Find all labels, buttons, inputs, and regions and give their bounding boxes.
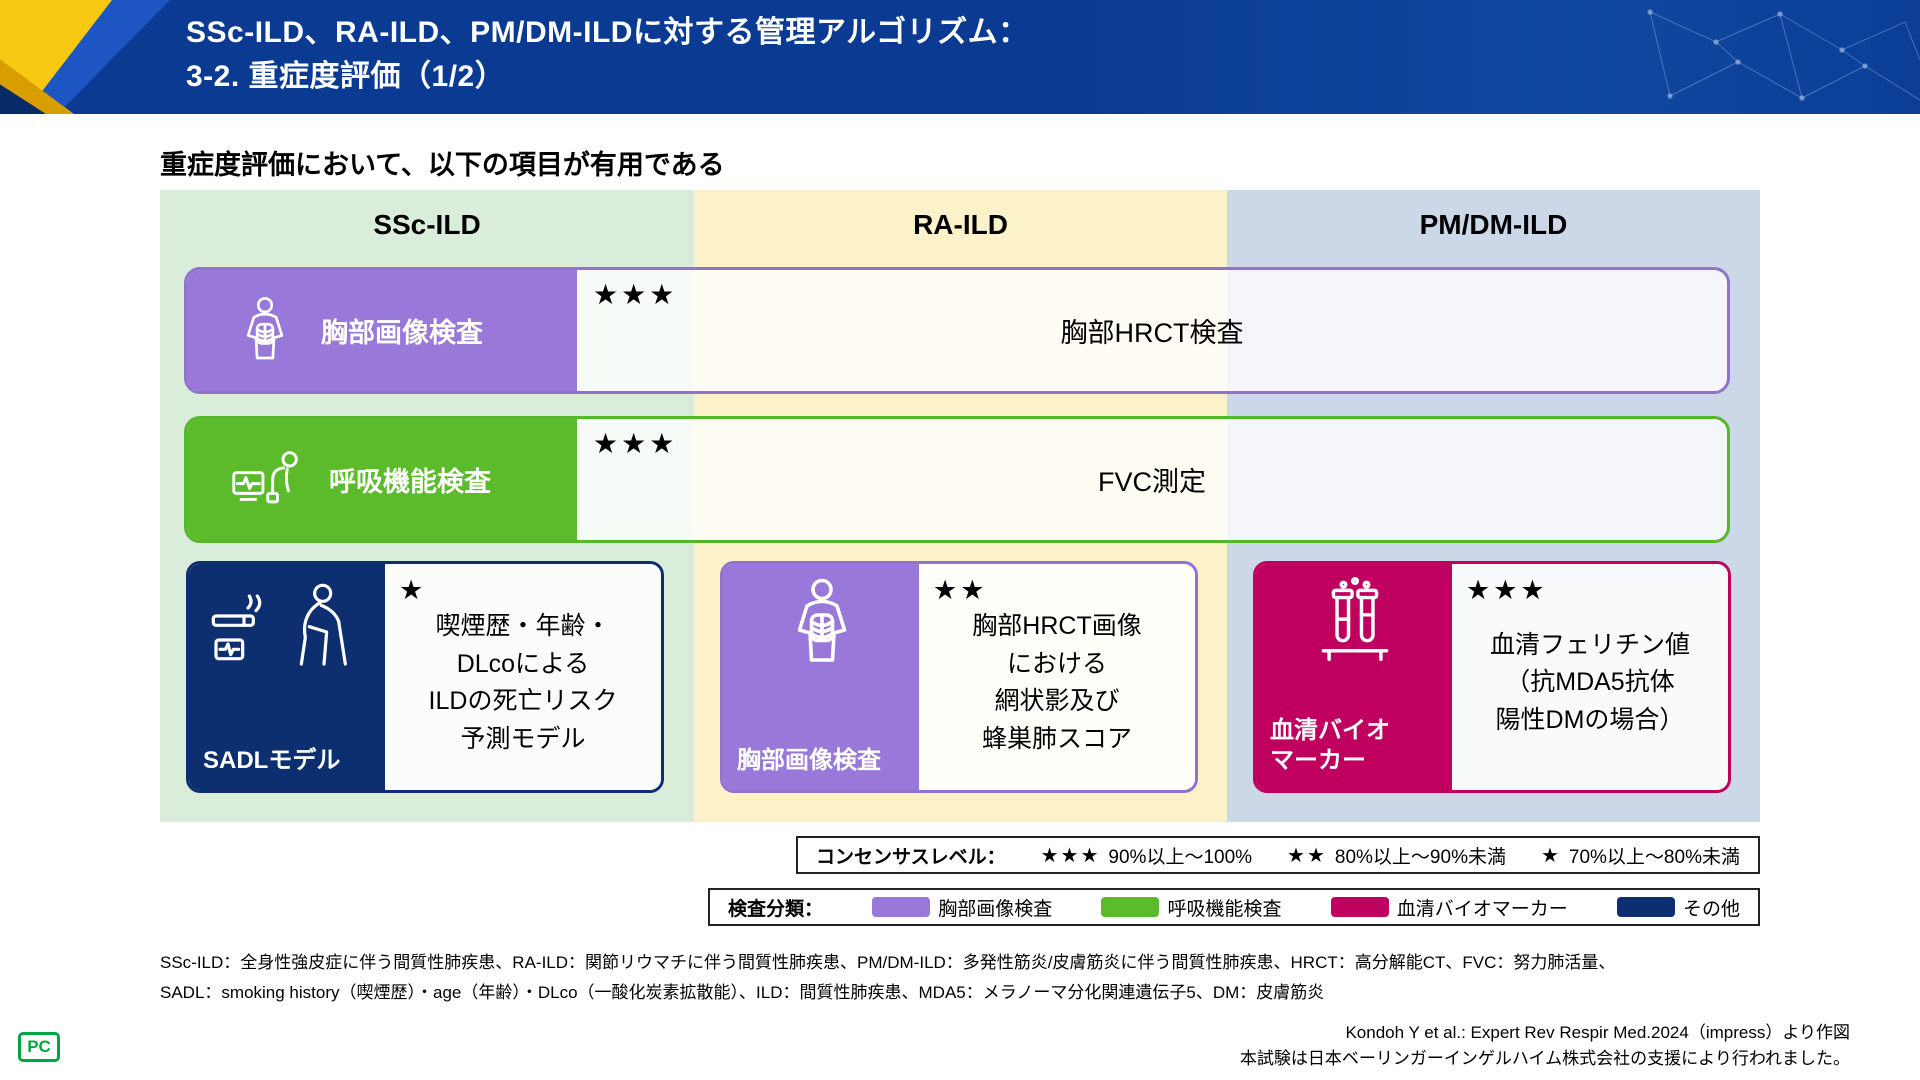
swatch-other (1616, 897, 1675, 917)
slide-title-line1: SSc-ILD、RA-ILD、PM/DM-ILDに対する管理アルゴリズム： (186, 16, 1029, 49)
classification-legend-label: 検査分類： (728, 898, 824, 920)
row-pulmonary-function: 呼吸機能検査 ★★★ FVC測定 (184, 416, 1730, 543)
category-label: 胸部画像検査 (737, 747, 881, 774)
range-text: 90%以上～100% (1108, 846, 1253, 868)
category-block-sadl: SADLモデル (189, 564, 385, 790)
chest-xray-icon (246, 296, 284, 359)
swatch-label: 血清バイオマーカー (1396, 898, 1568, 920)
range-text: 80%以上～90%未満 (1334, 846, 1506, 868)
category-label: SADLモデル (203, 747, 341, 774)
consensus-legend-item: ★★ 80%以上～90%未満 (1287, 842, 1506, 869)
cell-icon-wrap (737, 576, 907, 672)
footnotes: SSc-ILD：全身性強皮症に伴う間質性肺疾患、RA-ILD：関節リウマチに伴う… (160, 948, 1615, 1008)
consensus-legend-item: ★★★ 90%以上～100% (1041, 842, 1252, 869)
classification-legend-item: その他 (1616, 894, 1740, 921)
swatch-label: 呼吸機能検査 (1167, 898, 1282, 920)
network-pattern-decoration (1647, 9, 1920, 101)
row-chest-imaging-content: ★★★ 胸部HRCT検査 (577, 270, 1727, 391)
category-block-serum-biomarker: 血清バイオ マーカー (1256, 564, 1452, 790)
consensus-stars: ★★★ (593, 428, 678, 459)
row-chest-imaging: 胸部画像検査 ★★★ 胸部HRCT検査 (184, 267, 1730, 394)
column-header-ra-ild: RA-ILD (913, 209, 1008, 240)
classification-legend-item: 胸部画像検査 (872, 894, 1052, 921)
cell-serum-biomarker: 血清バイオ マーカー ★★★ 血清フェリチン値 （抗MDA5抗体 陽性DMの場合… (1253, 561, 1731, 793)
row-content-text: 胸部HRCT検査 (1060, 318, 1244, 348)
chest-xray-icon (797, 578, 847, 662)
swatch-serum-biomarker (1330, 897, 1389, 917)
classification-legend-item: 血清バイオマーカー (1330, 894, 1568, 921)
category-label: 血清バイオ マーカー (1270, 717, 1390, 774)
category-block-chest-imaging: 胸部画像検査 (187, 270, 577, 391)
consensus-legend-item: ★ 70%以上～80%未満 (1541, 842, 1740, 869)
swatch-label: 胸部画像検査 (938, 898, 1053, 920)
slide-title-line2: 3-2. 重症度評価（1/2） (186, 59, 506, 93)
cell-text: 胸部HRCT画像 における 網状影及び 蜂巣肺スコア (972, 612, 1142, 753)
swatch-label: その他 (1682, 898, 1740, 920)
swatch-chest-imaging (872, 897, 931, 917)
footnote-line2: SADL：smoking history（喫煙歴）・age（年齢）・DLco（一… (160, 982, 1325, 1002)
column-header-pmdm-ild: PM/DM-ILD (1419, 209, 1568, 240)
cell-biomarker-content: ★★★ 血清フェリチン値 （抗MDA5抗体 陽性DMの場合） (1452, 564, 1728, 790)
row-pulmonary-function-content: ★★★ FVC測定 (577, 419, 1727, 540)
test-tubes-icon (1321, 577, 1389, 662)
category-block-ra-chest-imaging: 胸部画像検査 (723, 564, 919, 790)
category-block-pulmonary-function: 呼吸機能検査 (187, 419, 577, 540)
smoking-elderly-icon (211, 583, 347, 666)
cell-icon-wrap (1270, 576, 1440, 668)
pc-logo-text: PC (27, 1037, 51, 1056)
consensus-stars: ★★★ (593, 279, 678, 310)
consensus-stars: ★★★ (1466, 575, 1548, 605)
spirometry-icon (232, 450, 298, 503)
citation-line1: Kondoh Y et al.: Expert Rev Respir Med.2… (1345, 1023, 1850, 1042)
consensus-stars: ★★ (933, 575, 988, 605)
category-label: 胸部画像検査 (321, 318, 483, 348)
swatch-pulmonary-function (1101, 897, 1160, 917)
row-content-text: FVC測定 (1098, 467, 1206, 497)
slide-title: SSc-ILD、RA-ILD、PM/DM-ILDに対する管理アルゴリズム： 3-… (186, 11, 1029, 98)
severity-table: SSc-ILD RA-ILD PM/DM-ILD 胸部画像検査 ★★★ 胸部HR… (160, 190, 1760, 822)
column-header-ssc-ild: SSc-ILD (373, 209, 481, 240)
consensus-stars: ★ (399, 575, 427, 605)
classification-legend-item: 呼吸機能検査 (1101, 894, 1281, 921)
header-bar: SSc-ILD、RA-ILD、PM/DM-ILDに対する管理アルゴリズム： 3-… (0, 0, 1920, 114)
footnote-line1: SSc-ILD：全身性強皮症に伴う間質性肺疾患、RA-ILD：関節リウマチに伴う… (160, 953, 1616, 972)
cell-sadl-content: ★ 喫煙歴・年齢・ DLcoによる ILDの死亡リスク 予測モデル (385, 564, 661, 790)
cell-text: 喫煙歴・年齢・ DLcoによる ILDの死亡リスク 予測モデル (428, 612, 618, 753)
cell-sadl-model: SADLモデル ★ 喫煙歴・年齢・ DLcoによる ILDの死亡リスク 予測モデ… (186, 561, 664, 793)
category-label: 呼吸機能検査 (329, 467, 491, 497)
pc-logo: PC (18, 1032, 60, 1062)
classification-legend: 検査分類： 胸部画像検査 呼吸機能検査 血清バイオマーカー その他 (708, 888, 1760, 926)
cell-ra-chest-imaging: 胸部画像検査 ★★ 胸部HRCT画像 における 網状影及び 蜂巣肺スコア (720, 561, 1198, 793)
subtitle: 重症度評価において、以下の項目が有用である (160, 150, 725, 180)
cell-icon-wrap (203, 576, 373, 672)
citation-line2: 本試験は日本ベーリンガーインゲルハイム株式会社の支援により行われました。 (1239, 1049, 1850, 1069)
range-text: 70%以上～80%未満 (1568, 846, 1740, 868)
cell-ra-content: ★★ 胸部HRCT画像 における 網状影及び 蜂巣肺スコア (919, 564, 1195, 790)
cell-text: 血清フェリチン値 （抗MDA5抗体 陽性DMの場合） (1489, 630, 1690, 734)
stars-three: ★★★ (1040, 844, 1101, 867)
consensus-legend: コンセンサスレベル： ★★★ 90%以上～100% ★★ 80%以上～90%未満… (796, 836, 1760, 874)
consensus-legend-label: コンセンサスレベル： (816, 846, 1006, 868)
stars-two: ★★ (1287, 844, 1327, 867)
stars-one: ★ (1540, 844, 1561, 867)
citation: Kondoh Y et al.: Expert Rev Respir Med.2… (1240, 1020, 1850, 1073)
